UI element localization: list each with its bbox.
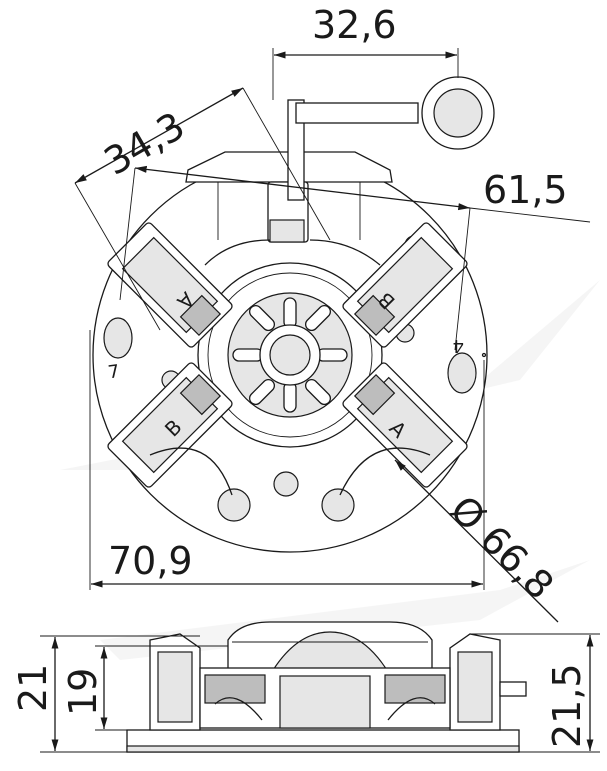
- hub-spokes: [232, 297, 348, 413]
- brush-holder-bottom-right: [342, 362, 468, 488]
- background-watermark: [60, 280, 600, 660]
- terminal-label-right: 4: [453, 335, 464, 356]
- dim-height-21: 21: [11, 664, 55, 712]
- left-terminal: [103, 317, 133, 359]
- brush-holder-bottom-left: [107, 362, 233, 488]
- dim-height-19: 19: [61, 668, 105, 716]
- dim-height-21-5: 21,5: [545, 663, 589, 748]
- side-view: 21 19 21,5: [11, 621, 600, 753]
- right-terminal: [447, 352, 477, 394]
- shaft-hole-inner: [269, 334, 311, 376]
- brush-holder-top-left: [107, 222, 233, 348]
- dim-diag-right: 61,5: [483, 168, 568, 212]
- brush-holder-top-right: [342, 222, 468, 348]
- top-view: 7 4 A B B: [74, 3, 591, 623]
- dim-width-bottom: 70,9: [108, 539, 193, 583]
- dim-diag-left: 34,3: [97, 103, 192, 183]
- terminal-label-left: 7: [107, 361, 121, 383]
- dim-width-top: 32,6: [312, 3, 397, 47]
